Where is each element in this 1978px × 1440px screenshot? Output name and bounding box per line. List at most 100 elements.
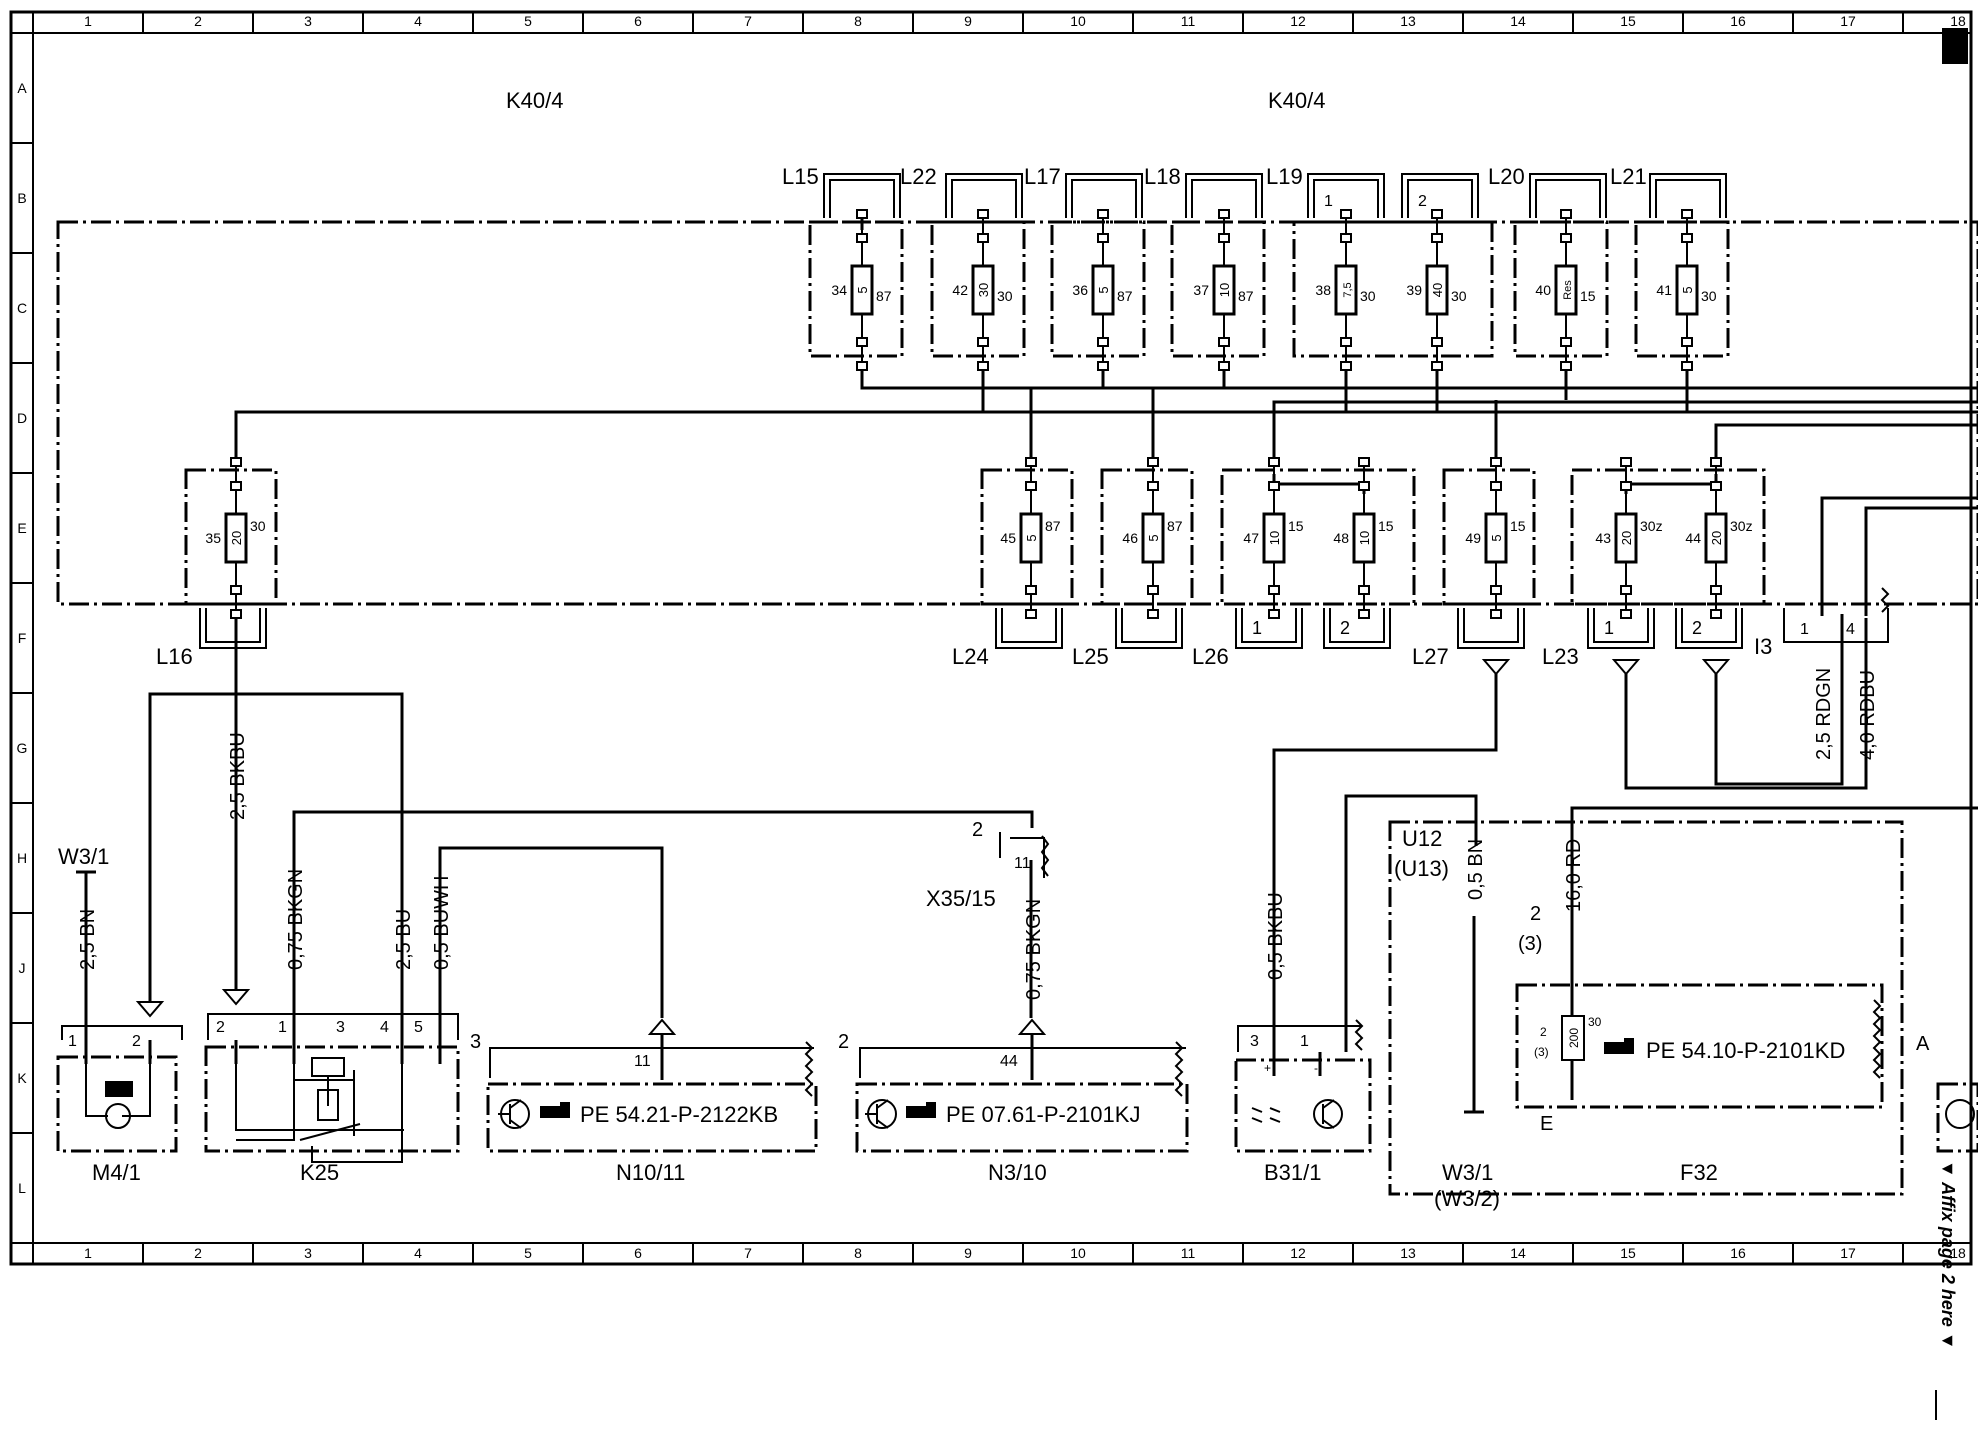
- fuse-terminal-label: 30z: [1730, 518, 1753, 534]
- fuse-rating: 7,5: [1342, 282, 1354, 297]
- wire-label: 2,5 BU: [393, 909, 415, 970]
- pin-label: -: [1314, 1061, 1318, 1075]
- column-label: 16: [1730, 13, 1746, 29]
- connector-label: L16: [156, 644, 193, 669]
- fuse-body: [850, 264, 874, 316]
- column-label: 12: [1290, 1245, 1306, 1261]
- row-label: D: [17, 410, 27, 426]
- fuse-terminal: [1340, 361, 1352, 371]
- transistor-icon: [865, 1099, 897, 1129]
- pin-label: 2: [1530, 903, 1541, 925]
- connector-label: L18: [1144, 164, 1181, 189]
- fuse-rating: 5: [855, 286, 870, 293]
- pin-label: 11: [1014, 855, 1031, 872]
- fuse-terminal: [1147, 585, 1159, 595]
- fuse-terminal-label: 30: [250, 518, 266, 534]
- column-label: 15: [1620, 13, 1636, 29]
- connector-label: L20: [1488, 164, 1525, 189]
- column-label: 14: [1510, 1245, 1526, 1261]
- row-label: E: [17, 520, 26, 536]
- component-label: (U13): [1394, 856, 1449, 881]
- component-label: W3/1: [58, 844, 109, 869]
- fuse-terminal: [1340, 209, 1352, 219]
- fuse-body: [1614, 512, 1638, 564]
- fuse-body: [1425, 264, 1449, 316]
- column-label: 2: [194, 1245, 202, 1261]
- column-ticks: [142, 12, 1904, 1264]
- wire-label: 4,0 RDBU: [1857, 670, 1879, 760]
- row-label: L: [18, 1180, 26, 1196]
- fuse-terminal: [1490, 457, 1502, 467]
- column-label: 7: [744, 13, 752, 29]
- pin-label: 3: [470, 1031, 481, 1053]
- phototransistor-icon: [1251, 1099, 1343, 1129]
- pin-label: 1: [1324, 193, 1333, 210]
- fuse-terminal: [230, 457, 242, 467]
- component-label: F32: [1680, 1160, 1718, 1185]
- wire-label: 0,5 BKBU: [1265, 892, 1287, 980]
- fuse-terminal-label: 87: [1238, 288, 1254, 304]
- wire-labels: 2,5 BKBU 2,5 BN 0,75 BKGN 2,5 BU 0,5 BUW…: [77, 668, 1879, 1000]
- pin-label: 44: [1000, 1053, 1018, 1070]
- row-label: H: [17, 850, 27, 866]
- fuse-terminal: [977, 233, 989, 243]
- fuse-number: 49: [1465, 530, 1481, 546]
- fuse-terminal-label: 30z: [1640, 518, 1663, 534]
- fuse-terminal: [1358, 585, 1370, 595]
- component-label: U12: [1402, 826, 1442, 851]
- connector-label: L26: [1192, 644, 1229, 669]
- transistor-icon: [498, 1099, 530, 1129]
- labels: K40/4 K40/4 L15 L22 L17 L18 L19 L20 L21 …: [58, 88, 1930, 1211]
- connector-label: L19: [1266, 164, 1303, 189]
- connector-label: L22: [900, 164, 937, 189]
- row-label: J: [19, 960, 26, 976]
- fuse-rating: 30: [976, 283, 991, 297]
- wire-label: 16,0 RD: [1563, 839, 1585, 912]
- fuse-terminal: [1218, 209, 1230, 219]
- connector-label: X35/15: [926, 886, 996, 911]
- fuse-number: 45: [1000, 530, 1016, 546]
- fuse-terminal-label: 87: [876, 288, 892, 304]
- row-label: K: [17, 1070, 27, 1086]
- fuse-rating: 10: [1217, 283, 1232, 297]
- fuse-terminal: [1620, 457, 1632, 467]
- fuse-terminal: [1560, 337, 1572, 347]
- fuse-34: 34 87 5: [831, 209, 892, 371]
- pin-label: 3: [1250, 1033, 1259, 1050]
- pin-label: 2: [1418, 193, 1427, 210]
- fuse-terminal: [1560, 233, 1572, 243]
- fuse-terminal: [1340, 233, 1352, 243]
- fuse-body: [1704, 512, 1728, 564]
- pin-label: 2: [838, 1031, 849, 1053]
- fuse-rating: Res: [1562, 280, 1574, 300]
- component-label: B31/1: [1264, 1160, 1322, 1185]
- fuse-terminal: [1268, 585, 1280, 595]
- fuse-body: [1334, 264, 1358, 316]
- fuse-number: 42: [952, 282, 968, 298]
- fuse-body: [1675, 264, 1699, 316]
- margin-note: ▼ Affix page 2 here ▼: [1938, 1160, 1958, 1350]
- fuse-number: 34: [831, 282, 847, 298]
- pin-label: 2: [1340, 618, 1350, 638]
- fuse-rating: 10: [1357, 531, 1372, 545]
- column-label: 12: [1290, 13, 1306, 29]
- component-label: (W3/2): [1434, 1186, 1500, 1211]
- connector-label: L27: [1412, 644, 1449, 669]
- fuse-rating: 5: [1096, 286, 1111, 293]
- column-label: 8: [854, 13, 862, 29]
- connector-label: L25: [1072, 644, 1109, 669]
- column-label: 13: [1400, 13, 1416, 29]
- connector-label: L15: [782, 164, 819, 189]
- pin-label: 1: [1300, 1033, 1309, 1050]
- column-label: 5: [524, 1245, 532, 1261]
- connector-label: L17: [1024, 164, 1061, 189]
- fuse-number: 41: [1656, 282, 1672, 298]
- fuse-number: 37: [1193, 282, 1209, 298]
- fuse-terminal: [1218, 337, 1230, 347]
- fuse-terminal: [856, 361, 868, 371]
- pin-label: 1: [278, 1019, 287, 1036]
